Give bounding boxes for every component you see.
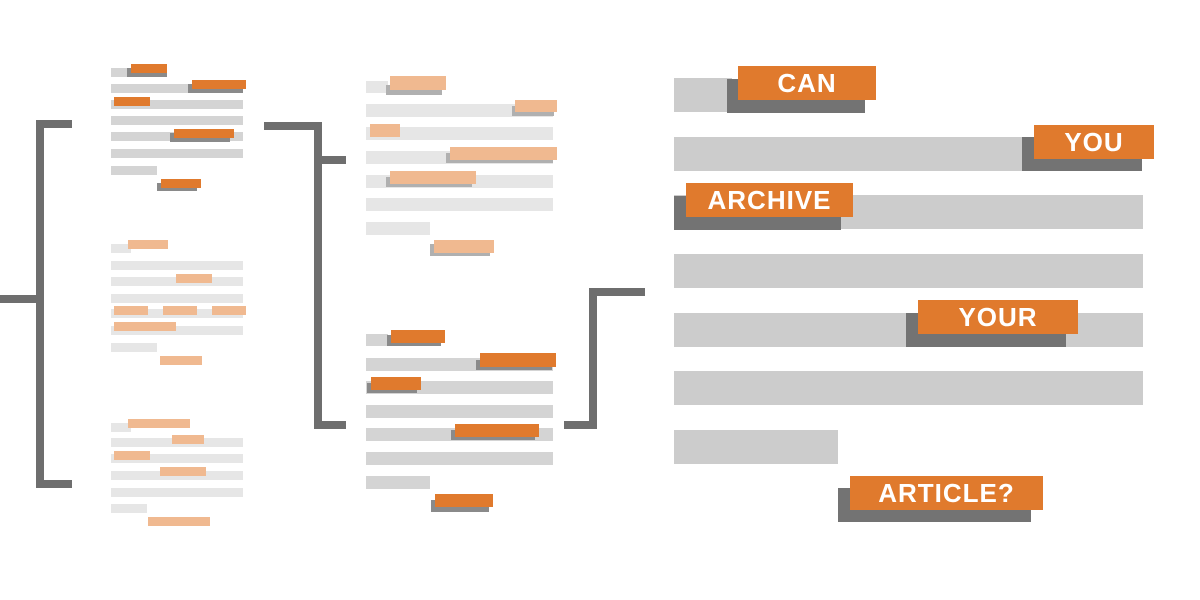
headline-word-can: CAN bbox=[738, 66, 876, 100]
headline-word-your: YOUR bbox=[918, 300, 1078, 334]
headline-word-you: YOU bbox=[1034, 125, 1154, 159]
headline-word-archive: ARCHIVE bbox=[686, 183, 853, 217]
headline-word-article: ARTICLE? bbox=[850, 476, 1043, 510]
